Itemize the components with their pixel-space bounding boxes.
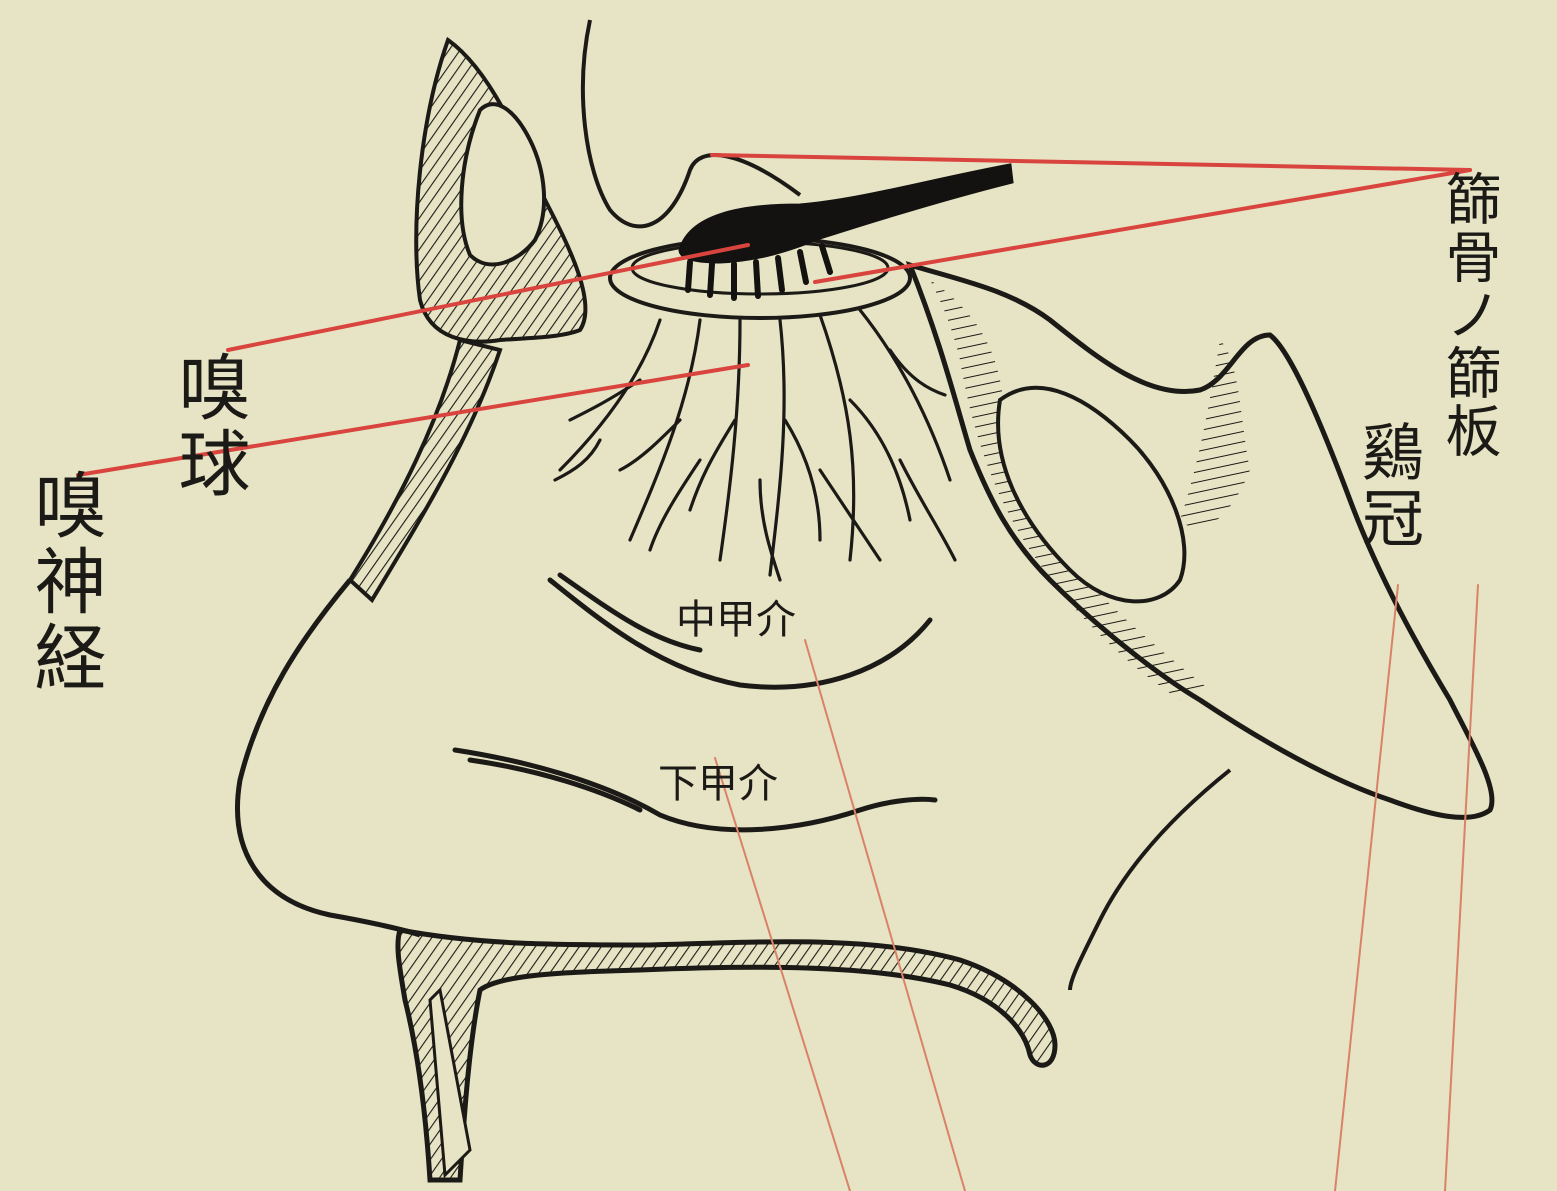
posterior-wall [1070, 770, 1230, 990]
palate [398, 930, 1055, 1180]
label-middle-concha: 中甲介 [676, 600, 796, 640]
label-olfactory-bulb: 嗅球 [172, 350, 244, 502]
label-olfactory-nerve: 嗅神経 [28, 468, 100, 696]
label-cribriform-plate: 篩骨ノ篩板 [1440, 170, 1496, 460]
leader-cribriform-top [712, 155, 1470, 170]
nose-profile [238, 580, 420, 935]
label-inferior-concha: 下甲介 [658, 764, 778, 804]
olfactory-nerve-branches [555, 310, 955, 580]
leader-cribriform-plate [1445, 585, 1478, 1191]
leader-inferior-concha [715, 758, 850, 1191]
frontal-sinus-outline [583, 20, 800, 226]
nasal-bone [350, 340, 500, 600]
leader-middle-concha [805, 640, 965, 1191]
label-crista-galli: 鷄冠 [1356, 420, 1418, 552]
